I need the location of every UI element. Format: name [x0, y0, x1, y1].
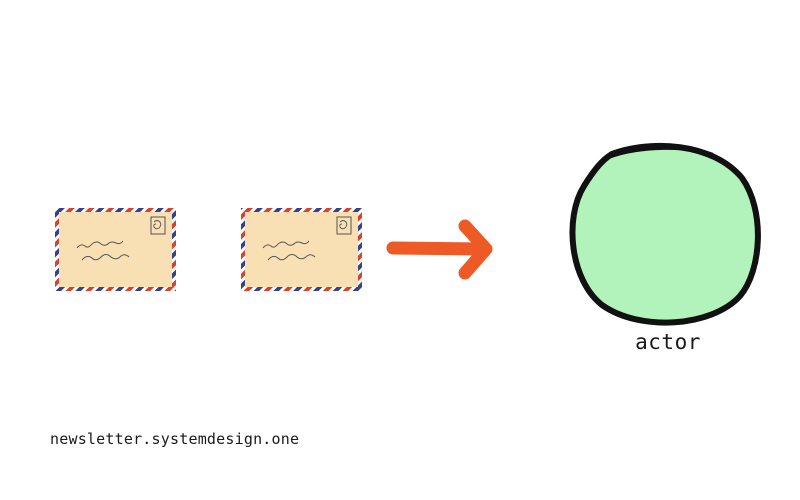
footer-url-text: newsletter.systemdesign.one: [50, 430, 300, 448]
arrow-right-icon: [386, 219, 493, 280]
actor-label: actor: [635, 330, 701, 354]
envelope-icon: [55, 208, 176, 291]
actor-circle: [569, 142, 761, 326]
envelope-icon: [241, 208, 362, 291]
